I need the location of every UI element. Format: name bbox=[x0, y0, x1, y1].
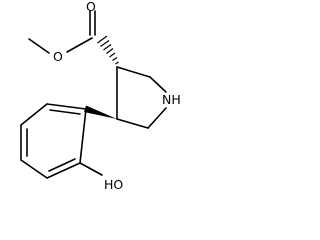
o-methyl-bond bbox=[28, 38, 50, 54]
ester-oxygen-label: O bbox=[53, 49, 63, 64]
ring-bond-c5-c4 bbox=[116, 118, 149, 129]
benzene-bond-6 bbox=[79, 108, 87, 164]
molecule-diagram: O O NH HO bbox=[20, 0, 181, 192]
hashed-wedge-bond bbox=[97, 35, 119, 65]
benzene-bond-5-inner bbox=[48, 158, 76, 172]
benzene-bond-4 bbox=[20, 159, 48, 179]
ring-bond-n-c5 bbox=[147, 107, 167, 129]
benzene-bond-1-inner bbox=[49, 109, 81, 115]
ring-nitrogen-label: NH bbox=[162, 92, 181, 107]
benzene-bond-1 bbox=[46, 103, 87, 110]
structure-drawing: O O NH HO bbox=[20, 0, 181, 192]
ring-bond-c3-c2 bbox=[116, 66, 151, 78]
solid-wedge-bond bbox=[84, 105, 117, 119]
ring-bond-c2-n bbox=[149, 76, 167, 93]
ester-c-o-bond bbox=[66, 37, 93, 53]
benzene-bond-2 bbox=[20, 103, 48, 126]
carbonyl-oxygen-label: O bbox=[86, 0, 96, 14]
benzene-bond-5 bbox=[46, 162, 81, 179]
hydroxyl-label: HO bbox=[104, 177, 123, 192]
phenol-c-o-bond bbox=[79, 162, 103, 176]
